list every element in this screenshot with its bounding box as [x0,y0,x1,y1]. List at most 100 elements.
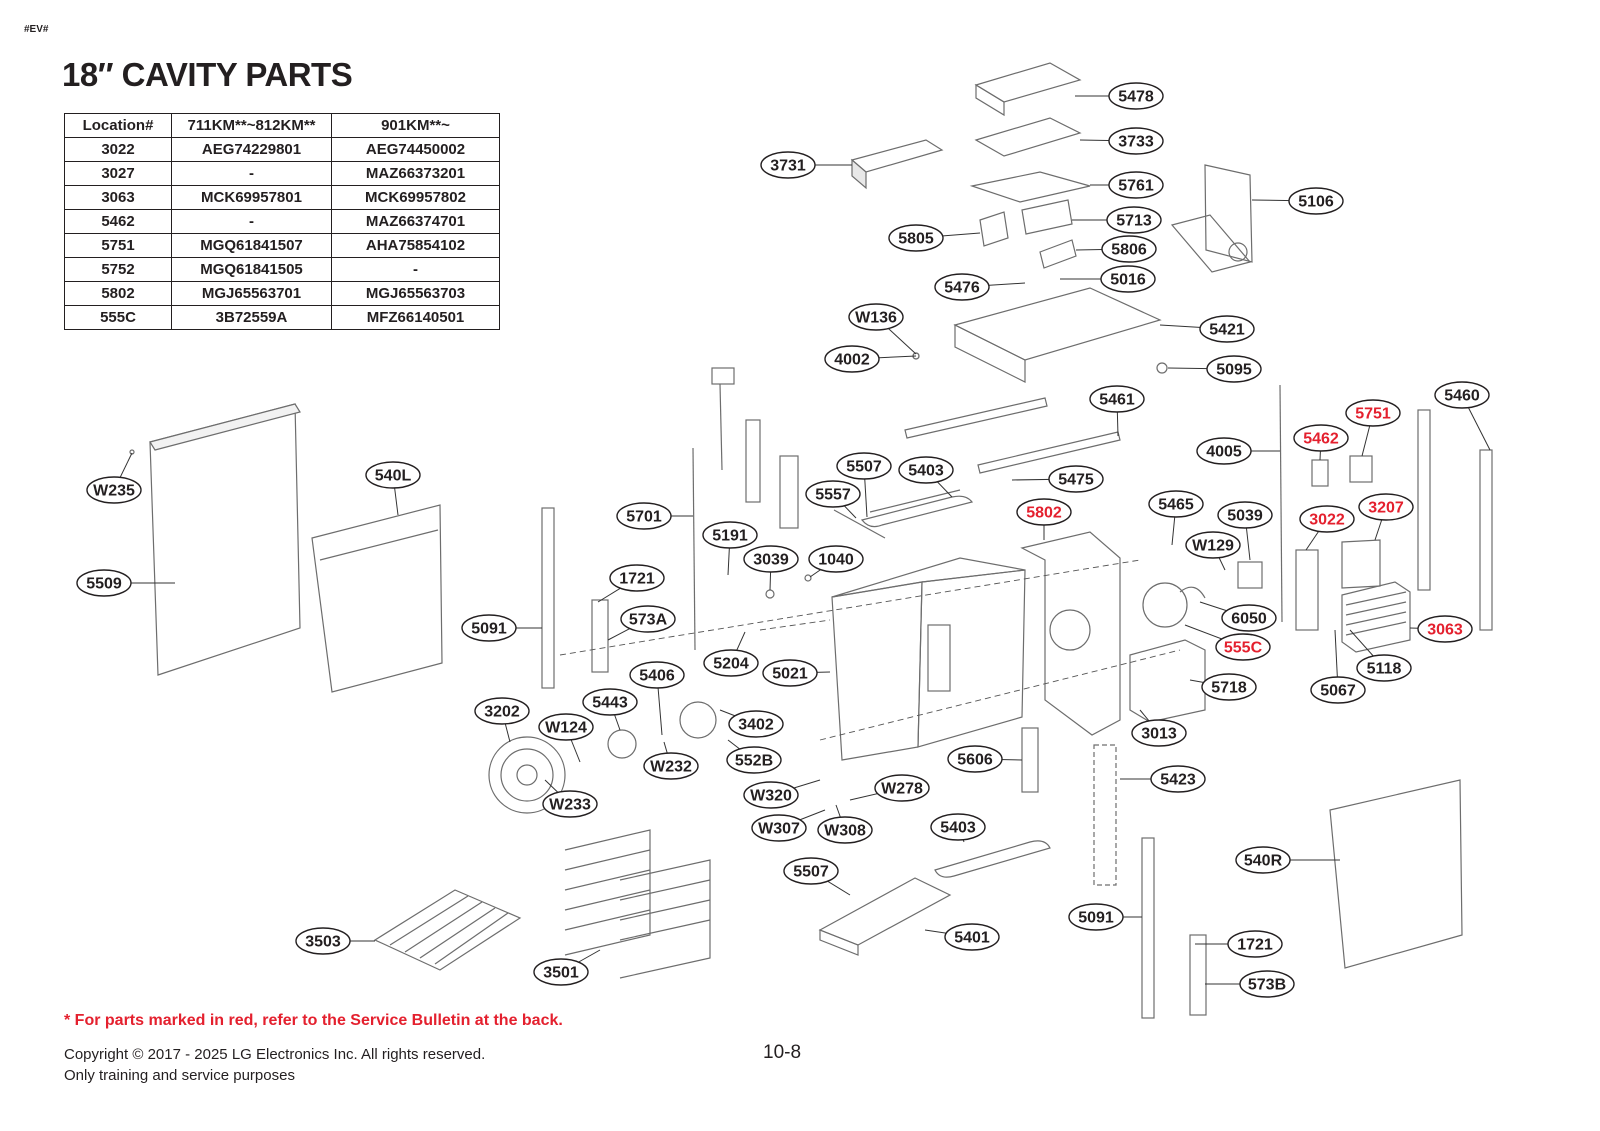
callout-oval [743,545,799,573]
sensor-top-lead [719,383,723,471]
callout-label: 5557 [815,487,851,504]
callout-oval [1131,719,1187,747]
vent-slat [1345,611,1407,626]
part-callout: 3731 [760,151,816,179]
table-cell: 5751 [64,233,172,258]
callout-oval [1235,846,1291,874]
callout-oval [751,814,807,842]
callout-label: W233 [549,797,591,814]
rod-5701-drawing [692,447,696,651]
motor-5106-base [1170,214,1252,273]
callout-oval [295,927,351,955]
part-callout: 5443 [582,688,638,716]
table-cell: MAZ66374701 [331,209,500,234]
callout-label: 5095 [1216,362,1252,379]
back-plate-opening [1049,609,1091,651]
plate-5718-drawing [1129,639,1206,723]
callout-oval [848,303,904,331]
callout-label: 5021 [772,666,808,683]
callout-label: 4005 [1206,444,1242,461]
callout-label: W232 [650,759,692,776]
part-callout: 3022 [1299,505,1355,533]
callout-label: W129 [1192,538,1234,555]
callout-oval [474,697,530,725]
part-callout: W232 [643,752,699,780]
part-callout: W136 [848,303,904,331]
callout-oval [930,813,986,841]
part-callout: W278 [874,774,930,802]
table-cell: 3063 [64,185,172,210]
part-callout: 573B [1239,970,1295,998]
hinge-573B-drawing [1189,934,1207,1016]
callout-oval [1345,399,1401,427]
part-drawings [129,62,1493,1019]
callout-oval [1185,531,1241,559]
callout-oval [783,857,839,885]
bracket-6050-drawing [1179,586,1206,599]
part-callout: W124 [538,713,594,741]
callout-oval [703,649,759,677]
part-callout: 5406 [629,661,685,689]
part-callout: 552B [726,746,782,774]
callout-label: 5475 [1058,472,1094,489]
part-callout: 5475 [1048,465,1104,493]
callout-label: 5091 [471,621,507,638]
callout-label: 5478 [1118,89,1154,106]
side-panel-right-drawing [1329,779,1463,969]
plate-5713-drawing [1021,199,1073,235]
back-plate-5802-drawing [1020,531,1121,736]
table-cell: - [171,209,332,234]
callout-label: 5761 [1118,178,1154,195]
rail-5460-a-drawing [1417,409,1431,591]
part-callout: 1040 [808,545,864,573]
part-callout: 5423 [1150,765,1206,793]
callout-label: 5403 [940,820,976,837]
rack-guides-drawing [564,829,711,979]
part-callout: W233 [542,790,598,818]
callout-label: 5805 [898,231,934,248]
frame-5421-front [954,324,1026,383]
callout-label: 5091 [1078,910,1114,927]
part-callout: 5021 [762,659,818,687]
callout-label: 3733 [1118,134,1154,151]
module-3731-drawing [850,139,944,173]
callout-oval [620,605,676,633]
callout-label: 5802 [1026,505,1062,522]
callout-label: 5401 [954,930,990,947]
callout-oval [1068,903,1124,931]
callout-label: 573A [629,612,668,629]
callout-oval [616,502,672,530]
part-callout: 573A [620,605,676,633]
callout-label: 5191 [712,528,748,545]
alignment-line [759,619,831,631]
callout-oval [1106,206,1162,234]
switch-5039-drawing [1237,561,1263,589]
part-callout: 3063 [1417,615,1473,643]
callout-label: 5106 [1298,194,1334,211]
fan-cover-hub [516,764,538,786]
table-cell: MAZ66373201 [331,161,500,186]
callout-label: 3731 [770,158,806,175]
plate-5462-drawing [1311,459,1329,487]
dashed-alignment-lines [559,559,1181,741]
callout-label: 4002 [834,352,870,369]
table-row: 3027-MAZ66373201 [64,161,500,186]
callout-oval [1215,633,1271,661]
callout-oval [836,452,892,480]
callout-label: 552B [735,753,773,770]
ring-552B-drawing [679,701,717,739]
callout-oval [1108,171,1164,199]
vent-3063-drawing [1341,581,1411,653]
table-cell: MGJ65563703 [331,281,500,306]
part-callout: 3501 [533,958,589,986]
callout-label: 5016 [1110,272,1146,289]
part-callout: 5476 [934,273,990,301]
callout-oval [808,545,864,573]
strip-5191-drawing [745,419,761,503]
callout-label: 5751 [1355,406,1391,423]
callout-oval [86,476,142,504]
callout-oval [944,923,1000,951]
table-cell: MCK69957801 [171,185,332,210]
